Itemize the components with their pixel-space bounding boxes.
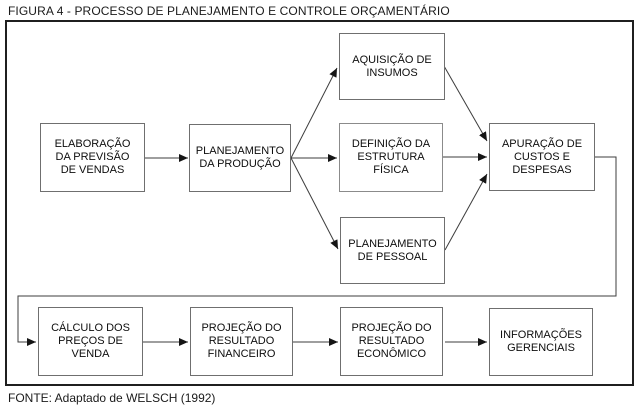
node-label: PLANEJAMENTO DA PRODUÇÃO <box>195 145 285 170</box>
node-aquisicao-insumos: AQUISIÇÃO DE INSUMOS <box>339 33 445 100</box>
diagram-frame <box>5 20 634 386</box>
node-projecao-resultado-financeiro: PROJEÇÃO DO RESULTADO FINANCEIRO <box>190 307 293 376</box>
figure-source: FONTE: Adaptado de WELSCH (1992) <box>8 391 216 405</box>
node-label: PROJEÇÃO DO RESULTADO ECONÔMICO <box>351 322 432 360</box>
node-label: PLANEJAMENTO DE PESSOAL <box>348 237 437 263</box>
node-label: AQUISIÇÃO DE INSUMOS <box>352 53 432 79</box>
node-label: PROJEÇÃO DO RESULTADO FINANCEIRO <box>201 322 282 360</box>
figure-title: FIGURA 4 - PROCESSO DE PLANEJAMENTO E CO… <box>8 4 450 18</box>
node-label: CÁLCULO DOS PREÇOS DE VENDA <box>51 322 130 360</box>
node-apuracao-custos-despesas: APURAÇÃO DE CUSTOS E DESPESAS <box>489 123 595 191</box>
node-elaboracao-previsao-vendas: ELABORAÇÃO DA PREVISÃO DE VENDAS <box>40 123 145 192</box>
node-label: ELABORAÇÃO DA PREVISÃO DE VENDAS <box>54 138 131 176</box>
node-planejamento-pessoal: PLANEJAMENTO DE PESSOAL <box>340 217 445 284</box>
node-definicao-estrutura-fisica: DEFINIÇÃO DA ESTRUTURA FÍSICA <box>339 123 443 192</box>
node-planejamento-producao: PLANEJAMENTO DA PRODUÇÃO <box>189 124 291 192</box>
node-projecao-resultado-economico: PROJEÇÃO DO RESULTADO ECONÔMICO <box>340 307 443 376</box>
node-label: APURAÇÃO DE CUSTOS E DESPESAS <box>501 137 583 176</box>
node-label: INFORMAÇÕES GERENCIAIS <box>500 329 582 354</box>
node-informacoes-gerenciais: INFORMAÇÕES GERENCIAIS <box>489 308 593 376</box>
node-calculo-precos-venda: CÁLCULO DOS PREÇOS DE VENDA <box>38 307 143 376</box>
node-label: DEFINIÇÃO DA ESTRUTURA FÍSICA <box>351 138 431 176</box>
